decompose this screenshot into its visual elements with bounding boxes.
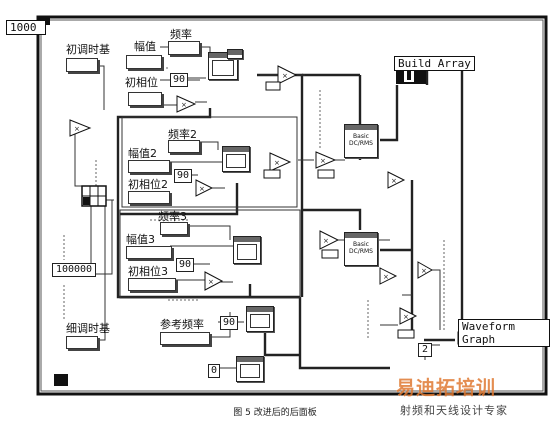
watermark-main: 易迪拓培训 [396, 377, 497, 399]
waveform-graph-label: Waveform Graph [458, 319, 550, 347]
initial-phase-control[interactable] [128, 92, 162, 106]
label-frequency-2: 频率2 [168, 128, 197, 141]
label-ref-frequency: 参考频率 [160, 318, 204, 331]
frequency-control[interactable] [168, 41, 200, 55]
const-90-a[interactable]: 90 [170, 73, 188, 87]
initial-time-control[interactable] [66, 58, 98, 72]
svg-text:×: × [421, 267, 427, 275]
fine-time-control[interactable] [66, 336, 98, 349]
svg-text:×: × [391, 177, 397, 185]
multiply-node-2 [277, 65, 298, 85]
multiply-node-1 [69, 119, 92, 137]
amplitude-control[interactable] [126, 55, 162, 69]
build-array-label: Build Array [394, 56, 475, 71]
label-frequency-3: 频率3 [158, 210, 187, 223]
loop-frame [36, 15, 548, 396]
amplitude-3-control[interactable] [126, 246, 172, 259]
svg-text:×: × [208, 278, 214, 286]
figure-caption: 图 5 改进后的后面板 [233, 408, 317, 418]
multiply-node-9 [387, 171, 406, 189]
multiply-node-5 [269, 152, 292, 172]
label-initial-phase-3: 初相位3 [128, 265, 168, 278]
svg-text:×: × [274, 159, 280, 167]
initial-phase-3-control[interactable] [128, 278, 176, 291]
iteration-terminal [54, 374, 68, 386]
amplitude-2-control[interactable] [128, 160, 170, 173]
svg-text:×: × [74, 125, 80, 133]
multiply-node-7 [204, 271, 224, 291]
frequency-3-control[interactable] [160, 222, 188, 235]
const-90-c[interactable]: 90 [176, 258, 194, 272]
initial-phase-2-control[interactable] [128, 191, 170, 204]
const-90-d[interactable]: 90 [220, 316, 238, 330]
sine-vi-1-tag [227, 49, 243, 59]
sine-vi-ref[interactable] [246, 306, 274, 332]
multiply-node-3 [176, 95, 197, 113]
multiply-node-11 [399, 307, 418, 325]
label-initial-phase-2: 初相位2 [128, 178, 168, 191]
dc-rms-vi-2[interactable]: Basic DC/RMS [344, 232, 378, 266]
subsignal-frame-3 [119, 209, 301, 299]
sine-vi-3[interactable] [233, 236, 261, 264]
sine-vi-2[interactable] [222, 146, 250, 172]
label-fine-time: 细调时基 [66, 322, 110, 335]
subsignal-frame-2 [121, 116, 298, 208]
dc-rms-vi-1[interactable]: Basic DC/RMS [344, 124, 378, 158]
multiply-node-8 [319, 230, 340, 250]
const-0[interactable]: 0 [208, 364, 220, 378]
multiply-node-4 [195, 179, 214, 197]
svg-text:×: × [282, 72, 288, 80]
label-initial-time: 初调时基 [66, 43, 110, 56]
svg-text:×: × [199, 185, 205, 193]
svg-text:×: × [323, 237, 329, 245]
frequency-2-control[interactable] [168, 140, 200, 153]
const-90-b[interactable]: 90 [174, 169, 192, 183]
label-frequency: 频率 [170, 28, 192, 41]
watermark-sub: 射频和天线设计专家 [400, 404, 508, 417]
sine-vi-1[interactable] [208, 52, 238, 80]
const-2[interactable]: 2 [418, 343, 432, 357]
label-initial-phase: 初相位 [125, 76, 158, 89]
svg-text:×: × [320, 157, 326, 165]
multiply-node-6 [315, 151, 337, 169]
label-amplitude-3: 幅值3 [126, 233, 155, 246]
ref-frequency-control[interactable] [160, 332, 210, 345]
loop-count[interactable]: 1000 [6, 20, 46, 35]
multiply-node-10 [379, 267, 398, 285]
svg-text:×: × [383, 273, 389, 281]
dc-rms-label-1: Basic DC/RMS [349, 133, 373, 147]
label-amplitude: 幅值 [134, 40, 156, 53]
svg-text:×: × [403, 313, 409, 321]
svg-text:×: × [181, 101, 187, 109]
const-100000[interactable]: 100000 [52, 263, 96, 277]
label-amplitude-2: 幅值2 [128, 147, 157, 160]
dc-rms-label-2: Basic DC/RMS [349, 241, 373, 255]
sine-vi-ref-2[interactable] [236, 356, 264, 382]
bundle-node [81, 185, 107, 207]
multiply-node-12 [417, 261, 434, 279]
